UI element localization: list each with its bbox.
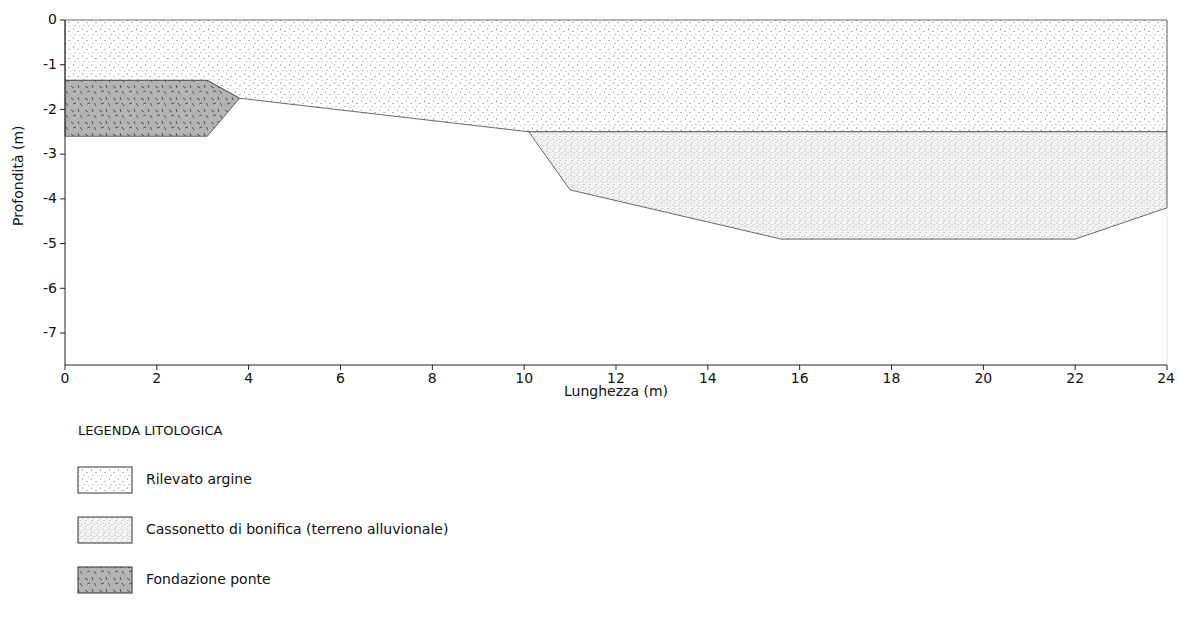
legend-swatch	[78, 467, 132, 493]
chart-axes	[60, 20, 1167, 370]
tick-label: -2	[43, 102, 57, 117]
tick-label: 24	[1157, 371, 1175, 386]
tick-label: 0	[61, 371, 70, 386]
tick-label: -4	[43, 191, 57, 206]
x-tick	[156, 365, 157, 370]
tick-label: 16	[791, 371, 809, 386]
legend-label: Cassonetto di bonifica (terreno alluvion…	[146, 522, 448, 537]
x-tick	[248, 365, 249, 370]
x-tick	[1075, 365, 1076, 370]
y-tick	[60, 64, 65, 65]
x-tick	[799, 365, 800, 370]
tick-label: -6	[43, 281, 57, 296]
x-tick	[891, 365, 892, 370]
x-tick	[983, 365, 984, 370]
tick-label: -1	[43, 57, 57, 72]
tick-label: 0	[48, 12, 57, 27]
x-tick	[616, 365, 617, 370]
y-tick	[60, 288, 65, 289]
tick-label: 18	[883, 371, 901, 386]
axis-title: Lunghezza (m)	[564, 384, 668, 399]
bridge-foundation-fill	[65, 80, 239, 136]
tick-label: 2	[152, 371, 161, 386]
x-tick	[340, 365, 341, 370]
x-tick	[432, 365, 433, 370]
tick-label: 10	[515, 371, 533, 386]
tick-label: -5	[43, 236, 57, 251]
tick-label: 6	[336, 371, 345, 386]
reclamation-box-fill	[529, 132, 1167, 239]
tick-label: 4	[244, 371, 253, 386]
y-tick	[60, 109, 65, 110]
y-axis-line	[65, 20, 66, 365]
legend-label: Rilevato argine	[146, 472, 252, 487]
axis-title: Profondità (m)	[10, 126, 25, 226]
tick-label: 8	[428, 371, 437, 386]
y-tick	[60, 243, 65, 244]
legend-swatch	[78, 517, 132, 543]
legend-swatches	[78, 467, 132, 593]
legend-heading: LEGENDA LITOLOGICA	[78, 424, 222, 438]
x-tick	[707, 365, 708, 370]
y-tick	[60, 154, 65, 155]
tick-label: -3	[43, 146, 57, 161]
tick-label: 14	[699, 371, 717, 386]
section-geometry	[65, 20, 1167, 239]
tick-label: 20	[974, 371, 992, 386]
legend-swatch	[78, 567, 132, 593]
tick-label: -7	[43, 325, 57, 340]
embankment-fill	[65, 20, 1167, 132]
frame-line	[1167, 20, 1168, 365]
y-tick	[60, 20, 65, 21]
x-tick	[1167, 365, 1168, 370]
legend-label: Fondazione ponte	[146, 572, 271, 587]
x-tick	[524, 365, 525, 370]
y-tick	[60, 198, 65, 199]
y-tick	[60, 333, 65, 334]
x-tick	[65, 365, 66, 370]
tick-label: 22	[1066, 371, 1084, 386]
